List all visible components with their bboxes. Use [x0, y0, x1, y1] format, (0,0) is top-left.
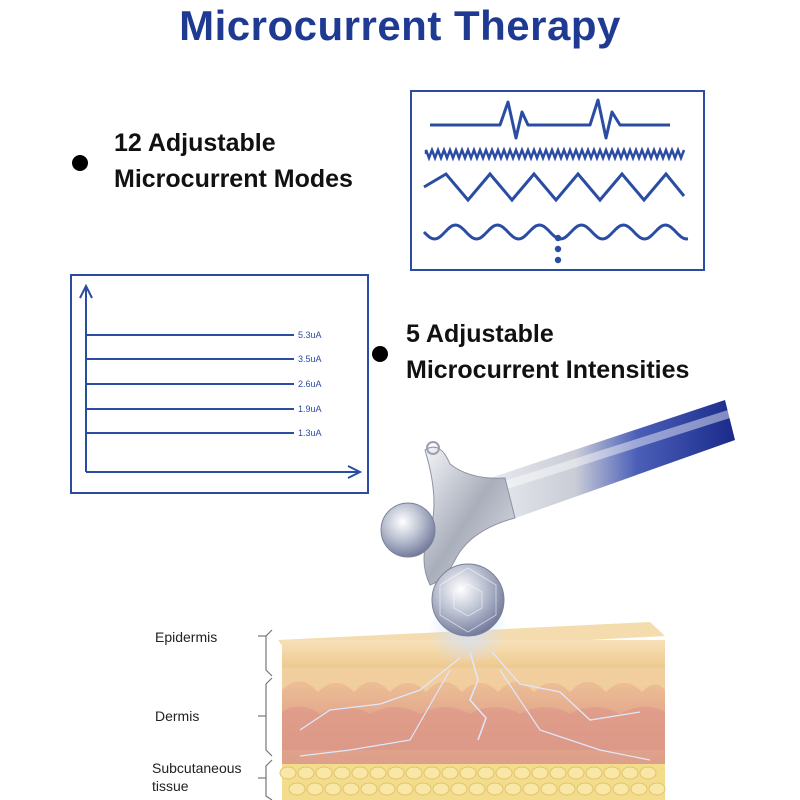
fat-cell	[423, 766, 441, 780]
intensity-level-label: 2.6uA	[298, 379, 322, 389]
fat-cells	[279, 766, 666, 796]
intensity-level-label: 3.5uA	[298, 354, 322, 364]
intensity-levels-diagram: 5.3uA 3.5uA 2.6uA 1.9uA 1.3uA	[79, 283, 363, 479]
fat-cell	[558, 782, 576, 796]
waveforms-diagram	[422, 98, 689, 264]
feature-intensities: 5 Adjustable Microcurrent Intensities	[372, 316, 689, 388]
fat-cell	[459, 766, 477, 780]
fat-cell	[297, 766, 315, 780]
fat-cell	[576, 782, 594, 796]
fat-cell	[486, 782, 504, 796]
more-modes-dot	[554, 245, 562, 253]
bullet-icon	[72, 155, 88, 171]
roller-ball-rear	[380, 502, 436, 558]
current-line	[299, 657, 461, 731]
fat-cell	[387, 766, 405, 780]
fat-cell	[630, 782, 648, 796]
fat-cell	[540, 782, 558, 796]
fat-cell	[621, 766, 639, 780]
microcurrent-roller-illustration	[380, 400, 735, 660]
fat-cell	[432, 782, 450, 796]
subcutaneous-label-line1: Subcutaneous	[152, 760, 242, 776]
more-modes-dot	[554, 234, 562, 242]
intensity-level-label: 1.3uA	[298, 428, 322, 438]
fat-cell	[315, 766, 333, 780]
fat-cell	[351, 766, 369, 780]
skin-layers-illustration	[258, 622, 666, 800]
current-line	[469, 651, 487, 741]
fat-cell	[495, 766, 513, 780]
more-modes-dot	[554, 256, 562, 264]
feature-modes: 12 Adjustable Microcurrent Modes	[72, 125, 353, 197]
roller-ball-front	[431, 563, 505, 637]
subcutaneous-label: Subcutaneous tissue	[152, 759, 242, 795]
fat-cell	[405, 766, 423, 780]
fat-cell	[468, 782, 486, 796]
fat-cell	[504, 782, 522, 796]
fat-cell	[549, 766, 567, 780]
intensity-level-label: 1.9uA	[298, 404, 322, 414]
y-axis-arrow-icon	[79, 283, 93, 299]
fat-cell	[567, 766, 585, 780]
epidermis-bracket	[265, 629, 273, 677]
triangle-waveform	[423, 171, 686, 203]
bullet-icon	[372, 346, 388, 362]
pulse-waveform	[430, 98, 670, 140]
fat-cell	[279, 766, 297, 780]
fat-cell	[585, 766, 603, 780]
fat-cell	[324, 782, 342, 796]
page-title: Microcurrent Therapy	[179, 2, 621, 49]
feature-intensities-line2: Microcurrent Intensities	[406, 356, 690, 384]
fat-cell	[396, 782, 414, 796]
epidermis-label: Epidermis	[155, 629, 218, 645]
fat-cell	[360, 782, 378, 796]
fat-cell	[612, 782, 630, 796]
fat-cell	[441, 766, 459, 780]
feature-modes-text: 12 Adjustable Microcurrent Modes	[114, 125, 353, 197]
fat-cell	[513, 766, 531, 780]
feature-modes-line2: Microcurrent Modes	[114, 165, 353, 193]
feature-intensities-text: 5 Adjustable Microcurrent Intensities	[406, 316, 689, 388]
subcutaneous-label-line2: tissue	[152, 778, 189, 794]
fat-cell	[477, 766, 495, 780]
fat-cell	[378, 782, 396, 796]
fat-cell	[594, 782, 612, 796]
waveform-modes-panel	[410, 90, 705, 271]
fat-cell	[342, 782, 360, 796]
intensity-levels-panel: 5.3uA 3.5uA 2.6uA 1.9uA 1.3uA	[70, 274, 369, 494]
high-frequency-waveform	[424, 146, 686, 162]
dermis-bracket	[265, 677, 273, 757]
fat-cell	[450, 782, 468, 796]
dermis-label: Dermis	[155, 708, 200, 724]
fat-cell	[531, 766, 549, 780]
dermis-deep-band	[282, 706, 665, 750]
fat-cell	[414, 782, 432, 796]
current-line	[491, 651, 641, 721]
fat-cell	[288, 782, 306, 796]
current-line	[499, 669, 651, 761]
fat-cell	[603, 766, 621, 780]
fat-cell	[333, 766, 351, 780]
fat-cell	[639, 766, 657, 780]
dermis-papillae	[282, 668, 665, 692]
feature-modes-line1: 12 Adjustable	[114, 129, 276, 157]
intensity-level-label: 5.3uA	[298, 330, 322, 340]
subcutaneous-bracket	[265, 759, 273, 800]
current-line	[299, 669, 451, 757]
fat-cell	[369, 766, 387, 780]
feature-intensities-line1: 5 Adjustable	[406, 320, 554, 348]
fat-cell	[522, 782, 540, 796]
fat-cell	[306, 782, 324, 796]
roller-handle	[490, 400, 735, 520]
fat-cell	[648, 782, 666, 796]
x-axis-arrow-icon	[347, 465, 363, 479]
